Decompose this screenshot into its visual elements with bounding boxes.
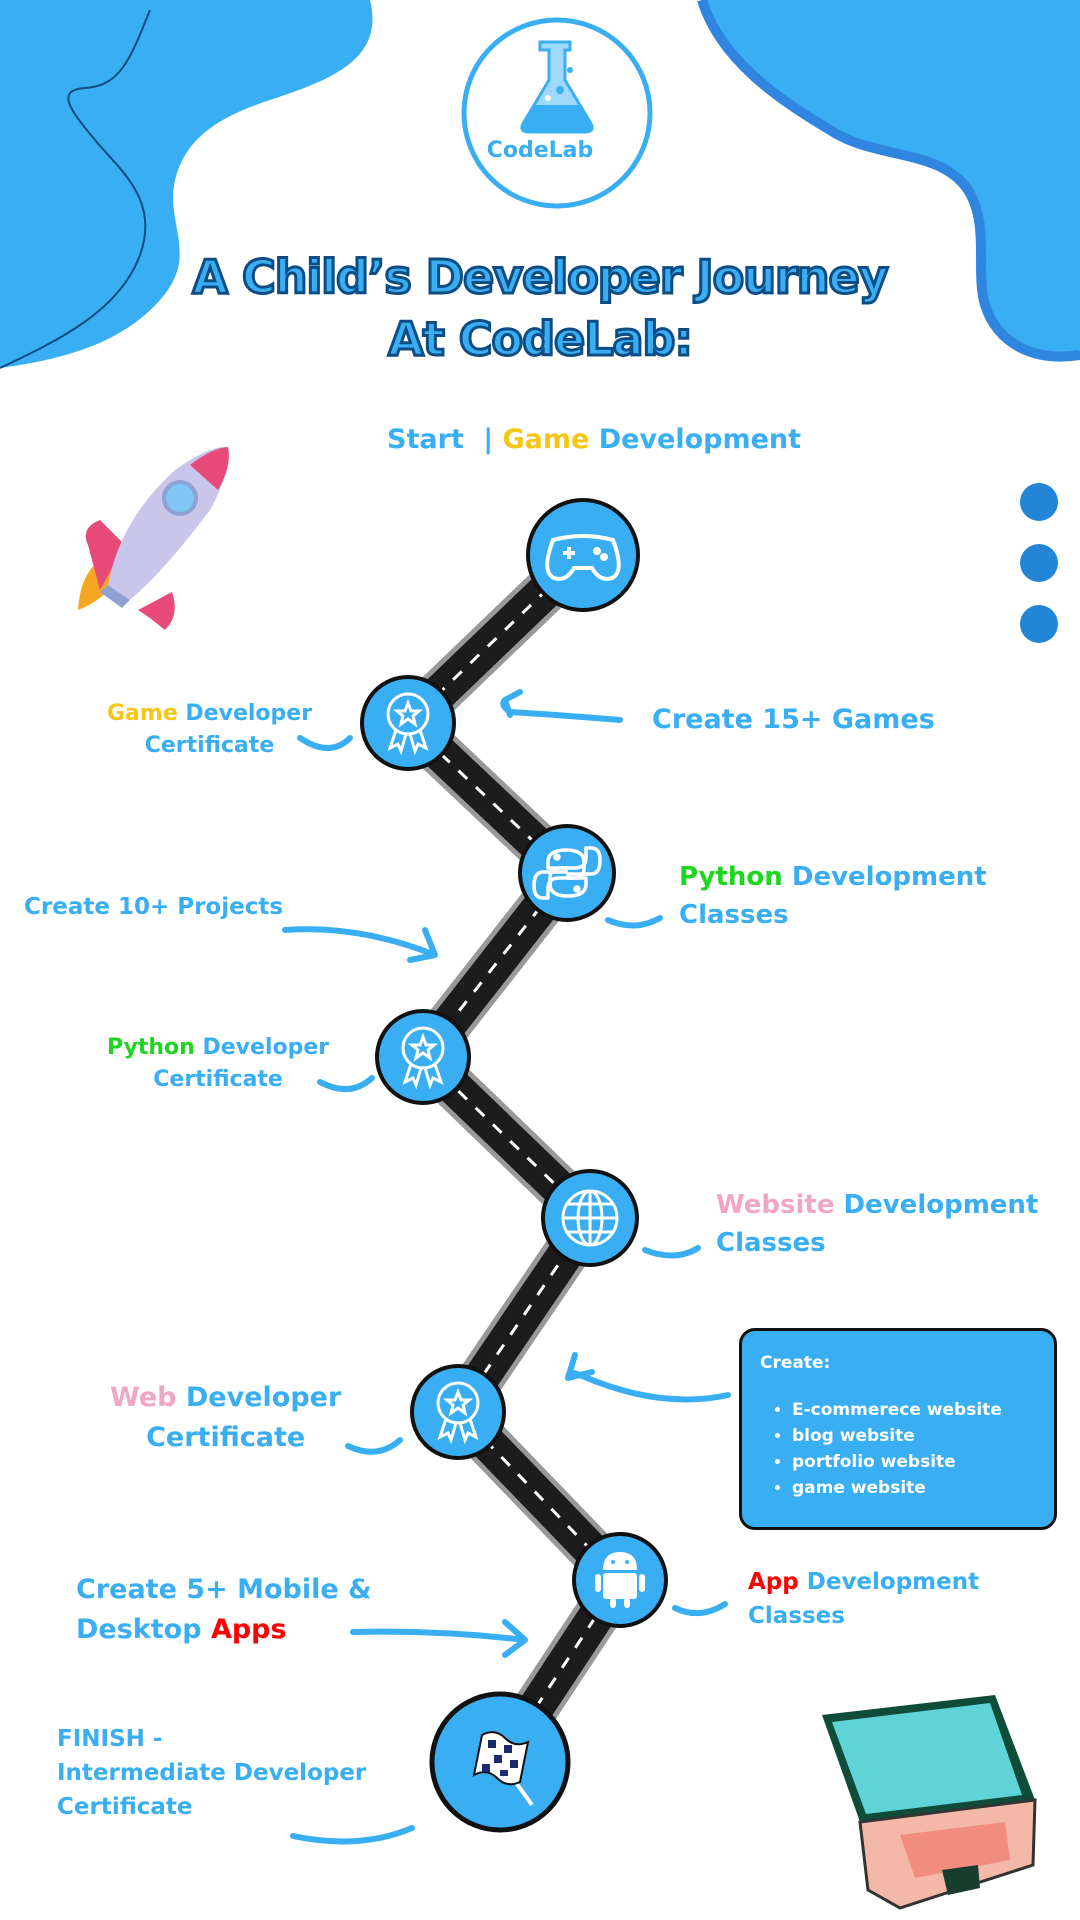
start-prefix: Start xyxy=(387,424,464,455)
android-icon xyxy=(595,1552,645,1608)
squiggle-website-classes xyxy=(642,1245,701,1259)
squiggle-game-cert xyxy=(297,735,353,751)
python-certificate-label: Python Developer Certificate xyxy=(107,1032,329,1096)
arrow-create-box xyxy=(565,1352,731,1403)
squiggle-python-classes xyxy=(605,915,663,929)
website-classes-label: Website Development Classes xyxy=(716,1186,1038,1262)
create-apps-highlight: Apps xyxy=(210,1614,287,1645)
create-apps-prefix: Desktop xyxy=(76,1614,202,1645)
python-highlight: Python xyxy=(679,862,783,892)
top-right-blob-edge xyxy=(697,0,1080,362)
list-item: portfolio website xyxy=(792,1449,1002,1475)
milestone-game-certificate xyxy=(360,675,456,771)
finish-line3: Certificate xyxy=(57,1794,193,1820)
web-highlight: Web xyxy=(110,1382,177,1413)
web-cert-line2: Certificate xyxy=(146,1422,306,1453)
web-certificate-label: Web Developer Certificate xyxy=(110,1378,341,1458)
create-apps-line1: Create 5+ Mobile & xyxy=(76,1574,372,1605)
website-classes-line1: Development xyxy=(843,1190,1039,1220)
milestone-app xyxy=(572,1532,668,1628)
python-classes-line1: Development xyxy=(791,862,987,892)
top-left-curve-line xyxy=(0,9,151,369)
rocket-icon xyxy=(78,446,229,630)
website-classes-line2: Classes xyxy=(716,1228,826,1258)
certificate-icon xyxy=(436,1381,480,1445)
milestone-finish xyxy=(429,1691,571,1833)
certificate-icon xyxy=(401,1026,445,1090)
app-classes-line2: Classes xyxy=(748,1603,845,1629)
arrow-apps xyxy=(350,1619,528,1658)
squiggle-finish xyxy=(290,1825,415,1845)
top-left-blob xyxy=(0,0,373,368)
finish-label: FINISH - Intermediate Developer Certific… xyxy=(57,1722,366,1824)
python-cert-line1: Developer xyxy=(202,1035,330,1060)
python-icon xyxy=(532,846,602,900)
arrows xyxy=(282,689,731,1845)
arrow-games xyxy=(500,689,623,723)
create-apps-label: Create 5+ Mobile & Desktop Apps xyxy=(76,1570,372,1650)
start-highlight: Game xyxy=(502,424,590,455)
page-title-line1: A Child’s Developer Journey xyxy=(191,249,890,306)
squiggle-web-cert xyxy=(345,1437,403,1455)
create-games-label: Create 15+ Games xyxy=(652,704,935,735)
finish-line2: Intermediate Developer xyxy=(57,1760,367,1786)
list-item: blog website xyxy=(792,1423,1002,1449)
app-classes-line1: Development xyxy=(806,1569,980,1595)
globe-icon xyxy=(561,1189,619,1247)
certificate-icon xyxy=(386,692,430,756)
python-classes-line2: Classes xyxy=(679,900,789,930)
game-certificate-label: Game Developer Certificate xyxy=(107,698,312,762)
decor-dot xyxy=(1020,483,1058,521)
website-highlight: Website xyxy=(716,1190,835,1220)
list-item: E-commerece website xyxy=(792,1397,1002,1423)
game-cert-line2: Certificate xyxy=(144,733,275,758)
checkered-flag-icon xyxy=(472,1731,534,1807)
create-box-list: E-commerece website blog website portfol… xyxy=(756,1397,1002,1501)
game-cert-line1: Developer xyxy=(185,701,313,726)
start-separator: | xyxy=(483,424,494,455)
finish-line1: FINISH - xyxy=(57,1726,163,1752)
python-cert-line2: Certificate xyxy=(153,1067,283,1092)
flask-icon xyxy=(520,40,594,134)
list-item: game website xyxy=(792,1475,1002,1501)
decor-dot xyxy=(1020,544,1058,582)
gamepad-icon xyxy=(545,534,621,581)
app-classes-label: App Development Classes xyxy=(748,1565,979,1633)
squiggle-app-classes xyxy=(672,1601,728,1617)
create-box-heading: Create: xyxy=(760,1353,831,1373)
logo xyxy=(461,17,653,209)
logo-text: CodeLab xyxy=(486,138,594,163)
milestone-python-certificate xyxy=(375,1009,471,1105)
milestone-web-certificate xyxy=(410,1364,506,1460)
decor-dot xyxy=(1020,605,1058,643)
python-classes-label: Python Development Classes xyxy=(679,858,987,934)
create-websites-box: Create: E-commerece website blog website… xyxy=(739,1328,1057,1530)
arrow-projects xyxy=(282,926,438,963)
start-rest: Development xyxy=(598,424,802,455)
laptop-icon xyxy=(822,1695,1037,1910)
web-cert-line1: Developer xyxy=(185,1382,342,1413)
python-cert-highlight: Python xyxy=(107,1035,195,1060)
start-label: Start | Game Development xyxy=(387,422,801,457)
game-highlight: Game xyxy=(107,701,178,726)
milestone-website xyxy=(541,1169,639,1267)
milestone-python xyxy=(518,824,616,922)
squiggle-python-cert xyxy=(317,1075,375,1092)
app-highlight: App xyxy=(748,1569,799,1595)
milestone-gamepad xyxy=(526,498,640,612)
page-title-line2: At CodeLab: xyxy=(387,311,695,368)
create-projects-label: Create 10+ Projects xyxy=(24,894,284,920)
